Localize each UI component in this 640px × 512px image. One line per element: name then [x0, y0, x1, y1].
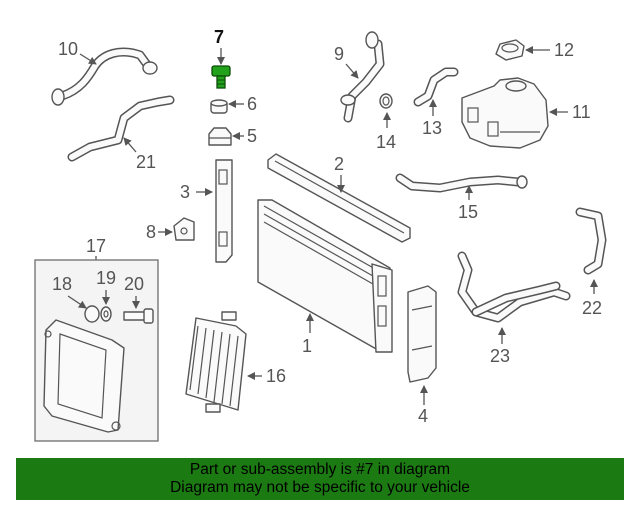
- callout-22[interactable]: 22: [582, 298, 602, 318]
- parts-diagram: 10 21 7 6 5 3 8: [34, 27, 607, 442]
- part-10-hose[interactable]: [51, 47, 158, 106]
- callout-15[interactable]: 15: [458, 202, 478, 222]
- part-21-hose[interactable]: [67, 95, 175, 162]
- part-8-clip[interactable]: [173, 217, 195, 241]
- callout-16[interactable]: 16: [266, 366, 286, 386]
- callout-20[interactable]: 20: [124, 274, 144, 294]
- callout-21[interactable]: 21: [136, 152, 156, 172]
- callout-2[interactable]: 2: [334, 154, 344, 174]
- part-6-grommet[interactable]: [210, 99, 228, 114]
- info-banner: Part or sub-assembly is #7 in diagram Di…: [16, 458, 624, 500]
- banner-line-1: Part or sub-assembly is #7 in diagram: [189, 461, 451, 478]
- callout-17[interactable]: 17: [86, 236, 106, 256]
- part-7-bolt[interactable]: [211, 65, 231, 89]
- part-23-hose-assembly[interactable]: [457, 251, 571, 323]
- part-20-bolt[interactable]: [123, 308, 154, 324]
- part-9-hose[interactable]: [340, 31, 385, 123]
- part-16-aux-radiator[interactable]: [185, 311, 247, 413]
- part-11-expansion-tank[interactable]: [461, 77, 549, 149]
- callout-1[interactable]: 1: [302, 336, 312, 356]
- part-12-cap[interactable]: [495, 39, 525, 61]
- callout-10[interactable]: 10: [58, 39, 78, 59]
- part-13-hose[interactable]: [413, 67, 459, 107]
- part-2-upper-support[interactable]: [267, 153, 411, 243]
- callout-13[interactable]: 13: [422, 118, 442, 138]
- callout-4[interactable]: 4: [418, 406, 428, 426]
- part-14-clamp[interactable]: [379, 93, 393, 109]
- callout-6[interactable]: 6: [247, 94, 257, 114]
- part-18-nut[interactable]: [84, 305, 100, 323]
- part-22-hose[interactable]: [575, 207, 607, 275]
- callout-3[interactable]: 3: [180, 182, 190, 202]
- callout-5[interactable]: 5: [247, 126, 257, 146]
- callout-9[interactable]: 9: [334, 44, 344, 64]
- part-19-washer[interactable]: [100, 306, 112, 322]
- callout-19[interactable]: 19: [96, 268, 116, 288]
- callout-12[interactable]: 12: [554, 40, 574, 60]
- callout-8[interactable]: 8: [146, 222, 156, 242]
- callout-14[interactable]: 14: [376, 132, 396, 152]
- part-1-radiator[interactable]: [257, 199, 393, 353]
- part-5-mount[interactable]: [208, 127, 232, 146]
- callout-7[interactable]: 7: [214, 27, 224, 47]
- part-3-side-panel[interactable]: [215, 159, 233, 263]
- part-4-deflector[interactable]: [407, 285, 437, 383]
- callout-18[interactable]: 18: [52, 274, 72, 294]
- callout-11[interactable]: 11: [572, 102, 591, 122]
- banner-line-2: Diagram may not be specific to your vehi…: [170, 479, 470, 496]
- callout-23[interactable]: 23: [490, 346, 510, 366]
- part-17-frame[interactable]: [43, 319, 125, 433]
- part-15-hose[interactable]: [395, 173, 528, 193]
